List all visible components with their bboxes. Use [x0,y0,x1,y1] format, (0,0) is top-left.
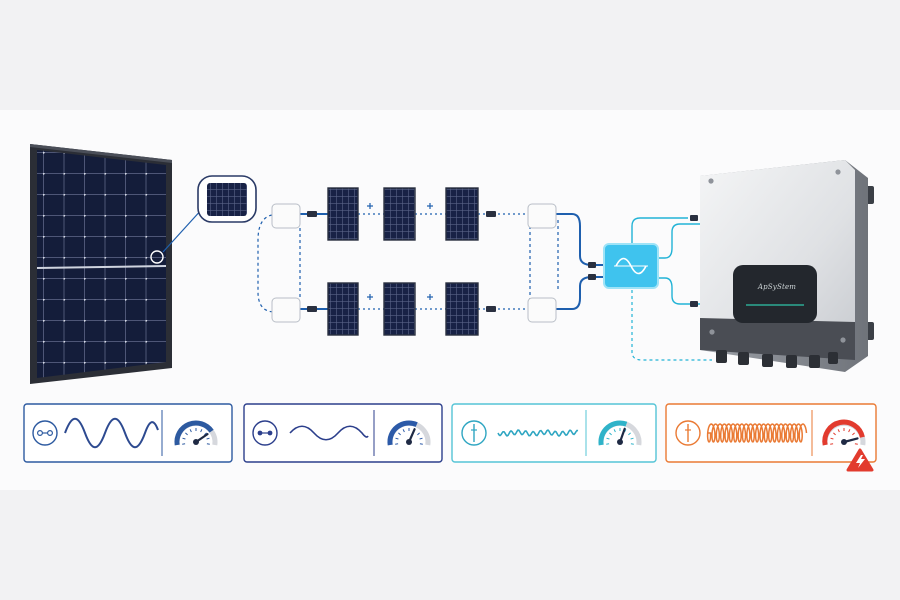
magnifier-circle-icon [162,175,257,253]
coil-wave-icon [706,423,808,443]
string-wiring [257,213,712,361]
optimizer-junction-box-icon [271,203,557,323]
inverter-sine-symbol-icon [603,243,659,289]
status-card-2 [243,403,443,463]
terminal-connector-icon [32,420,58,446]
status-card-3 [451,403,657,463]
string-inverter-icon [700,160,874,372]
status-card-1 [23,403,233,463]
gauge-icon [387,420,431,446]
warning-lightning-icon [846,448,874,472]
connector-plugs [307,211,698,312]
zoom-spot-icon [150,250,164,264]
inverter-brand-text: ApSyStem [757,283,797,291]
plus-sign-icon [367,203,433,300]
string-panel-icon [327,187,479,336]
sine-wave-icon [64,417,159,449]
ripple-wave-icon [497,429,579,438]
status-cards [23,403,877,472]
gauge-icon [174,420,218,446]
terminal-connector-icon [675,420,701,446]
solar-panel-icon [30,144,172,384]
terminal-connector-icon [461,420,487,446]
gauge-icon [822,419,866,446]
sine-wave-icon [289,425,369,441]
terminal-connector-icon [252,420,278,446]
status-card-4 [665,403,877,472]
gauge-icon [598,420,642,446]
